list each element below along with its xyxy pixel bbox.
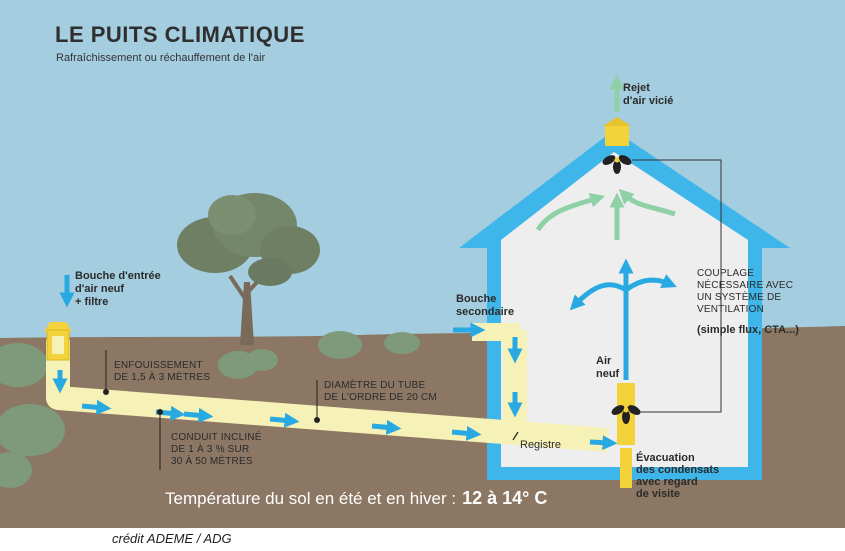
image-credit: crédit ADEME / ADG [112, 531, 232, 546]
temperature-text: Température du sol en été et en hiver : [165, 489, 457, 508]
label-evacuation: Évacuation des condensats avec regard de… [636, 452, 720, 500]
shrub-icon [0, 331, 420, 488]
label-air-neuf: Air neuf [596, 355, 620, 380]
label-couplage-detail: (simple flux, CTA...) [697, 324, 799, 336]
tree-icon [177, 193, 320, 345]
label-registre: Registre [520, 439, 561, 451]
label-diametre: DIAMÈTRE DU TUBE DE L'ORDRE DE 20 CM [324, 380, 437, 403]
exhaust-arrow-icon [535, 74, 676, 240]
page-title: LE PUITS CLIMATIQUE [55, 22, 305, 47]
page-subtitle: Rafraîchissement ou réchauffement de l'a… [56, 52, 266, 64]
label-couplage: COUPLAGE NÉCESSAIRE AVEC UN SYSTÈME DE V… [697, 268, 794, 315]
label-bouche-secondaire: Bouche secondaire [456, 293, 515, 318]
label-enfouissement: ENFOUISSEMENT DE 1,5 À 3 MÈTRES [114, 360, 211, 383]
label-rejet: Rejet d'air vicié [623, 82, 674, 107]
credit-strip [0, 528, 845, 551]
annotation-markers [103, 350, 519, 470]
condensate-outlet [620, 448, 632, 488]
coupling-line [632, 159, 722, 413]
intake-cap-icon [44, 322, 72, 361]
label-bouche-entree: Bouche d'entrée d'air neuf + filtre [75, 270, 161, 308]
temperature-value: 12 à 14° C [462, 488, 548, 508]
label-conduit-incline: CONDUIT INCLINÉ DE 1 À 3 % SUR 30 À 50 M… [171, 432, 262, 467]
fan-icon [611, 405, 641, 424]
roof-vent [603, 117, 631, 146]
temperature-caption: Température du sol en été et en hiver : 1… [165, 488, 547, 509]
fan-icon [602, 155, 632, 174]
